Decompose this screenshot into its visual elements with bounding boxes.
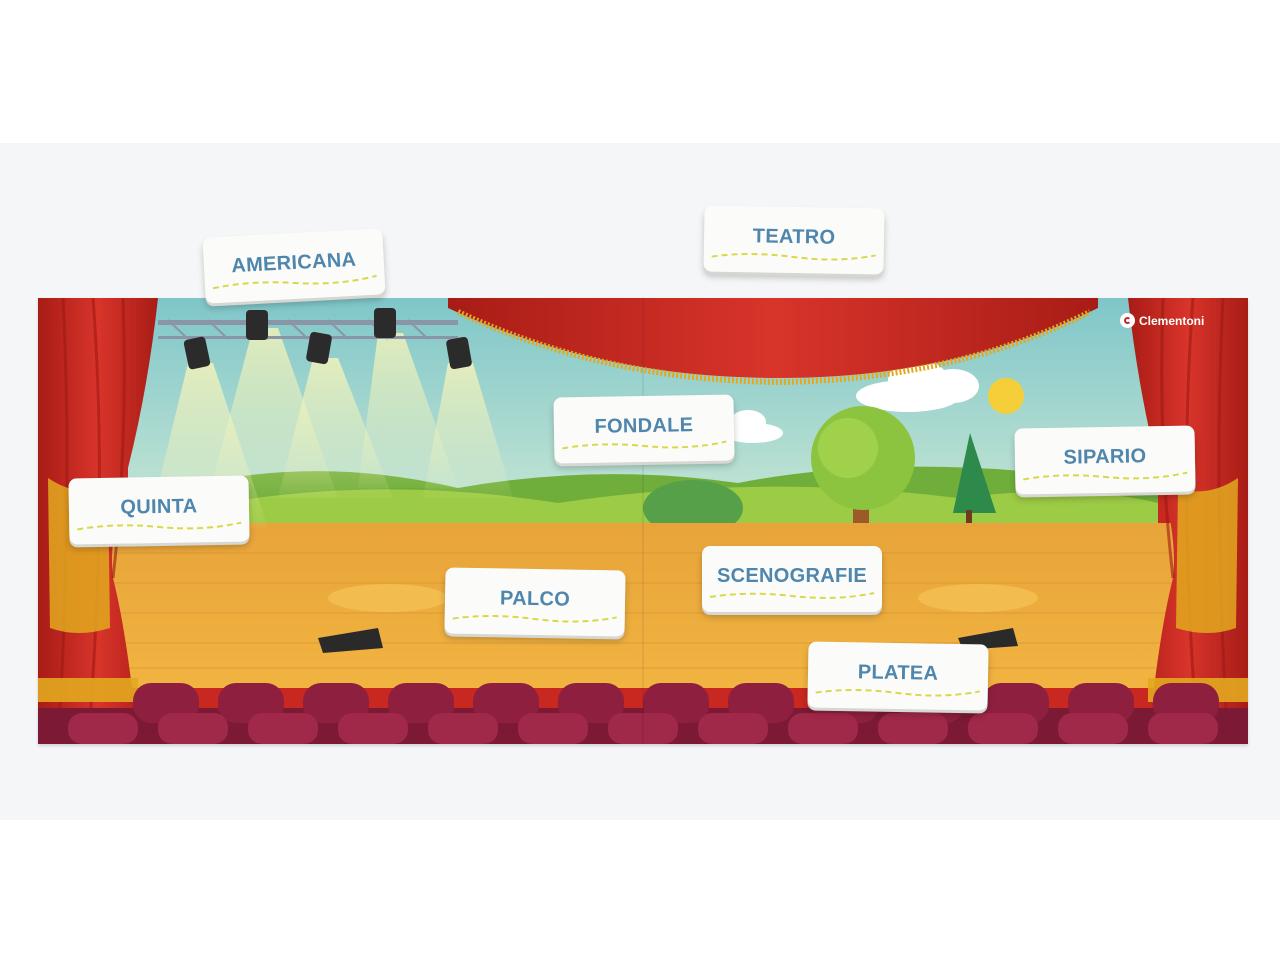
word-card-quinta[interactable]: QUINTA — [68, 475, 250, 545]
cloud-left — [723, 410, 783, 443]
word-card-americana[interactable]: AMERICANA — [202, 228, 386, 304]
trace-dashed-line — [452, 615, 617, 623]
trace-dashed-line — [709, 592, 875, 599]
trace-dashed-line — [815, 689, 980, 697]
trace-dashed-line — [711, 253, 876, 261]
word-card-label: TEATRO — [752, 225, 836, 249]
word-card-label: SCENOGRAFIE — [717, 565, 867, 587]
word-card-sipario[interactable]: SIPARIO — [1014, 425, 1196, 495]
brand-logo: Clementoni — [1120, 313, 1204, 328]
footlight-left — [318, 628, 383, 653]
pine-tree — [953, 433, 996, 513]
trace-dashed-line — [212, 274, 377, 290]
trace-dashed-line — [77, 521, 242, 531]
right-tieback — [1176, 478, 1238, 633]
word-card-label: PLATEA — [857, 661, 939, 685]
theatre-board — [38, 298, 1248, 744]
lighting-rig — [158, 308, 472, 370]
top-curtain — [448, 298, 1098, 378]
theatre-scene-illustration — [38, 298, 1248, 744]
word-card-teatro[interactable]: TEATRO — [703, 205, 885, 275]
word-card-platea[interactable]: PLATEA — [807, 641, 989, 711]
brand-name: Clementoni — [1139, 313, 1205, 328]
word-card-label: FONDALE — [594, 414, 694, 438]
cloud-right — [856, 360, 979, 412]
word-card-palco[interactable]: PALCO — [444, 567, 626, 637]
clementoni-logo-icon — [1120, 313, 1135, 328]
word-card-label: SIPARIO — [1063, 445, 1147, 469]
sun — [988, 378, 1024, 414]
trace-dashed-line — [1023, 471, 1188, 481]
trace-dashed-line — [562, 440, 727, 450]
word-card-label: PALCO — [499, 587, 571, 611]
word-card-fondale[interactable]: FONDALE — [553, 394, 735, 464]
word-card-label: QUINTA — [120, 495, 198, 519]
word-card-scenografie[interactable]: SCENOGRAFIE — [702, 546, 882, 612]
bush — [643, 480, 743, 536]
